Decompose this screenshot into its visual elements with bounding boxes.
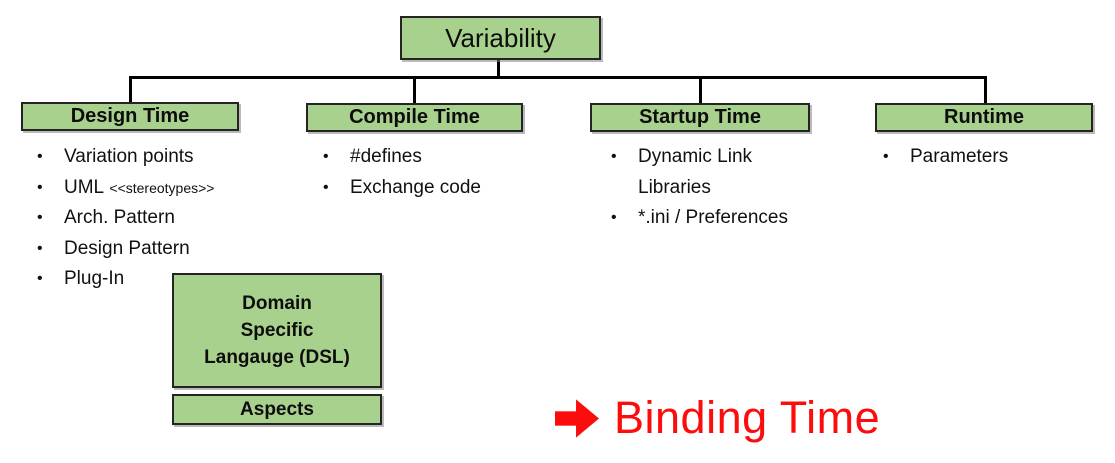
dsl-line-1: Domain bbox=[242, 293, 312, 314]
bullet-icon: • bbox=[37, 239, 43, 257]
bullet-icon: • bbox=[37, 178, 43, 196]
startup-time-list: • Dynamic Link Libraries • *.ini / Prefe… bbox=[611, 142, 788, 234]
list-item-label: Arch. Pattern bbox=[64, 207, 175, 228]
bullet-icon: • bbox=[323, 148, 329, 165]
runtime-list: • Parameters bbox=[883, 142, 1008, 173]
list-item: • *.ini / Preferences bbox=[611, 203, 788, 234]
connector-root-drop bbox=[497, 59, 500, 78]
bullet-icon: • bbox=[611, 148, 617, 165]
list-item-label: Exchange code bbox=[350, 176, 481, 198]
connector-drop-startup-time bbox=[699, 78, 702, 104]
bullet-icon: • bbox=[323, 178, 329, 196]
startup-time-header-label: Startup Time bbox=[639, 106, 761, 128]
list-item-label: Plug-In bbox=[64, 268, 125, 289]
aspects-box: Aspects bbox=[172, 394, 382, 425]
design-time-header-box: Design Time bbox=[21, 102, 239, 131]
list-item-label: UML <<stereotypes>> bbox=[64, 173, 214, 204]
list-item: • Arch. Pattern bbox=[37, 203, 214, 234]
right-arrow-icon bbox=[555, 398, 599, 438]
list-item: • Plug-In bbox=[37, 264, 214, 295]
bullet-icon: • bbox=[611, 209, 617, 226]
connector-horizontal bbox=[129, 76, 987, 79]
design-time-list: • Variation points • UML <<stereotypes>>… bbox=[37, 142, 214, 295]
binding-time-callout: Binding Time bbox=[555, 392, 881, 443]
compile-time-header-box: Compile Time bbox=[306, 103, 523, 132]
bullet-icon: • bbox=[37, 209, 43, 226]
list-item: • UML <<stereotypes>> bbox=[37, 173, 214, 204]
design-time-header-label: Design Time bbox=[70, 105, 190, 127]
dsl-line-3: Langauge (DSL) bbox=[204, 347, 350, 368]
connector-drop-design-time bbox=[129, 78, 132, 103]
list-item-label: Variation points bbox=[64, 146, 194, 167]
uml-label: UML bbox=[64, 176, 105, 198]
list-item-label: Parameters bbox=[910, 146, 1009, 167]
runtime-header-label: Runtime bbox=[944, 106, 1024, 128]
runtime-header-box: Runtime bbox=[875, 103, 1093, 132]
list-item: • Parameters bbox=[883, 142, 1008, 173]
bullet-icon: • bbox=[37, 270, 43, 287]
connector-drop-compile-time bbox=[413, 78, 416, 104]
list-item: • Design Pattern bbox=[37, 234, 214, 265]
list-item-label: *.ini / Preferences bbox=[638, 207, 788, 228]
list-item-label: Design Pattern bbox=[64, 237, 190, 259]
list-item: • Exchange code bbox=[323, 173, 481, 204]
stereotypes-label: <<stereotypes>> bbox=[109, 179, 215, 196]
domain-specific-language-box: Domain Specific Langauge (DSL) bbox=[172, 273, 382, 388]
aspects-label: Aspects bbox=[240, 398, 314, 420]
list-item-label: Dynamic Link Libraries bbox=[638, 146, 753, 198]
list-item: • Dynamic Link Libraries bbox=[611, 142, 788, 203]
connector-drop-runtime bbox=[984, 78, 987, 104]
binding-time-label: Binding Time bbox=[614, 392, 881, 443]
compile-time-header-label: Compile Time bbox=[349, 106, 480, 128]
list-item: • Variation points bbox=[37, 142, 214, 173]
list-item-label: #defines bbox=[350, 146, 422, 167]
dsl-line-2: Specific bbox=[240, 320, 314, 341]
variability-root-label: Variability bbox=[445, 22, 556, 53]
bullet-icon: • bbox=[883, 148, 889, 165]
bullet-icon: • bbox=[37, 148, 43, 165]
variability-root-box: Variability bbox=[400, 16, 601, 60]
compile-time-list: • #defines • Exchange code bbox=[323, 142, 481, 203]
startup-time-header-box: Startup Time bbox=[590, 103, 810, 132]
list-item: • #defines bbox=[323, 142, 481, 173]
